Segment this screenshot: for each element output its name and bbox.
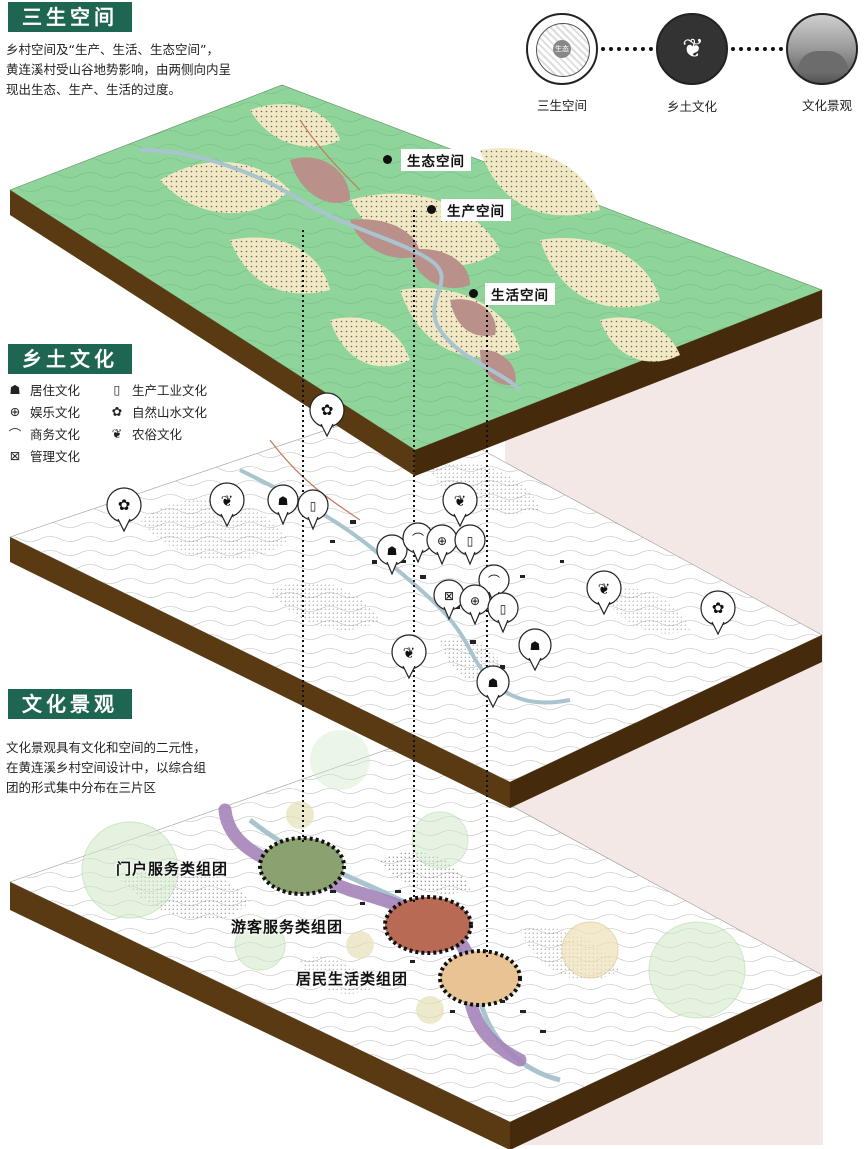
timeline-label-sansheng: 三生空间 — [536, 98, 587, 113]
svg-text:⌒: ⌒ — [488, 574, 500, 588]
sansheng-badge-icon — [536, 23, 590, 77]
sprout-icon: ❦ — [111, 425, 123, 441]
svg-text:☗: ☗ — [278, 494, 289, 508]
timeline-circle-xiangtu: ❦ — [656, 13, 728, 85]
timeline-label-xiangtu: 乡土文化 — [666, 99, 717, 114]
legend-item-folk: ❦ 农俗文化 — [108, 424, 182, 442]
svg-text:⊕: ⊕ — [470, 594, 480, 608]
cluster-label-resident: 居民生活类组团 — [296, 970, 409, 988]
svg-text:✿: ✿ — [712, 599, 725, 617]
desc-line: 黄连溪村受山谷地势影响，由两侧向内呈 — [6, 62, 232, 77]
svg-text:☗: ☗ — [387, 544, 398, 558]
legend-item-industry: ▯ 生产工业文化 — [108, 380, 207, 398]
cluster-label-gateway: 门户服务类组团 — [116, 860, 229, 878]
svg-text:▯: ▯ — [310, 499, 317, 513]
section-title-sansheng: 三生空间 — [8, 2, 132, 32]
section-title-jingguan: 文化景观 — [8, 689, 132, 719]
timeline-connector — [731, 47, 783, 55]
cluster-label-visitor: 游客服务类组团 — [231, 918, 344, 936]
legend-label: 生产工业文化 — [132, 382, 208, 398]
legend-label: 商务文化 — [30, 426, 81, 442]
legend-item-entertainment: ⊕ 娱乐文化 — [6, 402, 80, 420]
landscape-hill-icon — [798, 51, 848, 73]
jingguan-description: 文化景观具有文化和空间的二元性， 在黄连溪乡村空间设计中，以综合组 团的形式集中… — [6, 738, 206, 798]
svg-text:⌒: ⌒ — [412, 532, 424, 546]
timeline-circle-jingguan — [786, 13, 858, 85]
desc-line: 现出生态、生产、生活的过度。 — [6, 82, 182, 97]
legend-item-management: ⊠ 管理文化 — [6, 446, 80, 464]
svg-text:❦: ❦ — [454, 492, 467, 510]
timeline-circle-sansheng: 生态 — [526, 13, 598, 85]
zone-label-ecology: 生态空间 — [401, 149, 471, 171]
residence-icon: ☗ — [9, 381, 21, 397]
industry-door-icon: ▯ — [113, 381, 121, 397]
svg-text:☗: ☗ — [530, 639, 541, 653]
badge-center: 生态 — [553, 40, 571, 58]
timeline-label-jingguan: 文化景观 — [801, 98, 852, 113]
legend-label: 农俗文化 — [132, 426, 183, 442]
desc-line: 在黄连溪乡村空间设计中，以综合组 — [6, 760, 207, 775]
zone-marker-dot — [383, 155, 392, 164]
timeline-connector — [601, 47, 653, 55]
svg-text:☗: ☗ — [488, 676, 499, 690]
zone-label-production: 生产空间 — [441, 199, 511, 221]
zone-label-living: 生活空间 — [485, 283, 555, 305]
gamepad-icon: ⊕ — [9, 403, 21, 419]
svg-text:▯: ▯ — [500, 602, 507, 616]
svg-text:⊠: ⊠ — [444, 589, 454, 603]
hand-leaf-icon: ❦ — [682, 34, 704, 64]
zone-marker-dot — [427, 205, 436, 214]
svg-text:✿: ✿ — [321, 401, 334, 419]
svg-text:❦: ❦ — [403, 644, 416, 662]
desc-line: 团的形式集中分布在三片区 — [6, 780, 157, 795]
sansheng-description: 乡村空间及“生产、生活、生态空间”， 黄连溪村受山谷地势影响，由两侧向内呈 现出… — [6, 40, 231, 100]
desc-line: 文化景观具有文化和空间的二元性， — [6, 740, 207, 755]
legend-label: 娱乐文化 — [30, 404, 81, 420]
legend-item-nature: ✿ 自然山水文化 — [108, 402, 207, 420]
svg-text:▯: ▯ — [467, 534, 474, 548]
desc-line: 乡村空间及“生产、生活、生态空间”， — [6, 42, 219, 57]
svg-text:⊕: ⊕ — [437, 534, 447, 548]
legend-item-residence: ☗ 居住文化 — [6, 380, 80, 398]
svg-text:❦: ❦ — [221, 492, 234, 510]
legend-label: 居住文化 — [30, 382, 81, 398]
flower-icon: ✿ — [111, 403, 123, 419]
legend-item-commerce: ⌒ 商务文化 — [6, 424, 80, 442]
culture-pins — [106, 392, 736, 709]
svg-text:✿: ✿ — [118, 496, 131, 514]
legend-label: 管理文化 — [30, 448, 81, 464]
legend-label: 自然山水文化 — [132, 404, 208, 420]
market-stall-icon: ⌒ — [8, 426, 22, 442]
section-title-xiangtu: 乡土文化 — [8, 344, 132, 374]
ticket-icon: ⊠ — [9, 447, 21, 463]
svg-text:❦: ❦ — [598, 580, 611, 598]
zone-marker-dot — [469, 289, 478, 298]
